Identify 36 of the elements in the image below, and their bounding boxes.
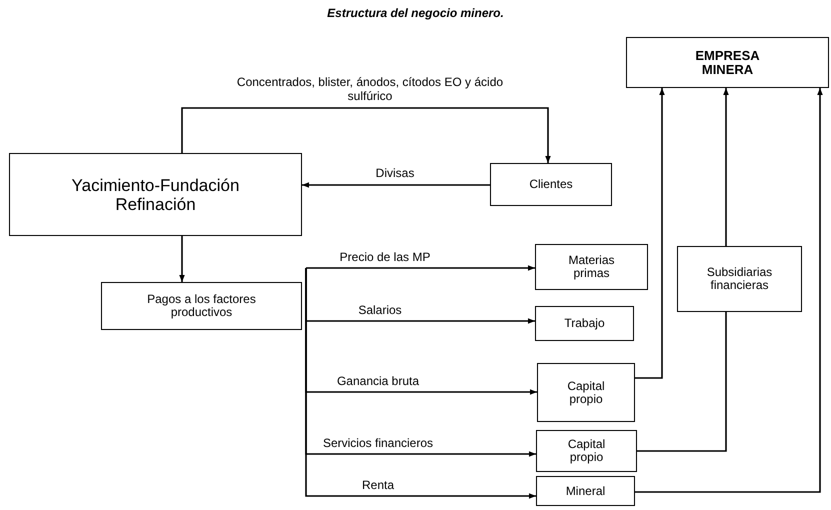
arrow bbox=[302, 182, 490, 188]
edge-label: Renta bbox=[360, 478, 396, 492]
arrow bbox=[635, 88, 823, 493]
process-box bbox=[535, 306, 634, 341]
box-label: Clientes bbox=[529, 178, 573, 191]
box-label: Pagos a los factores productivos bbox=[146, 293, 257, 319]
edge-label: Servicios financieros bbox=[322, 436, 434, 450]
box-label: EMPRESA MINERA bbox=[694, 48, 761, 76]
arrow bbox=[179, 236, 185, 282]
box-label: Materias primas bbox=[567, 254, 616, 280]
box-label: Capital propio bbox=[566, 380, 606, 406]
arrow bbox=[305, 268, 536, 499]
process-box bbox=[9, 153, 302, 236]
diagram-title: Estructura del negocio minero. bbox=[326, 5, 505, 22]
box-label: Trabajo bbox=[564, 317, 605, 330]
process-box bbox=[537, 363, 635, 422]
edge-label: Divisas bbox=[374, 166, 416, 180]
process-box bbox=[535, 244, 648, 290]
process-box bbox=[626, 37, 829, 88]
box-label: Capital propio bbox=[566, 438, 606, 464]
edge-label: Concentrados, blister, ánodos, cítodos EO y ácido sulfúrico bbox=[236, 75, 504, 103]
process-box bbox=[677, 246, 802, 312]
edge-label: Salarios bbox=[357, 303, 403, 317]
box-label: Subsidiarias financieras bbox=[706, 266, 774, 292]
edge-label: Precio de las MP bbox=[338, 250, 432, 264]
process-box bbox=[536, 430, 637, 472]
arrow bbox=[181, 107, 551, 163]
arrow bbox=[635, 88, 665, 379]
edge-label: Ganancia bruta bbox=[336, 374, 420, 388]
process-box bbox=[101, 282, 302, 330]
box-label: Yacimiento-Fundación Refinación bbox=[70, 176, 240, 214]
process-box bbox=[536, 476, 635, 506]
process-box bbox=[490, 163, 612, 206]
arrow bbox=[723, 88, 729, 246]
box-label: Mineral bbox=[566, 484, 606, 498]
arrow bbox=[306, 265, 535, 271]
